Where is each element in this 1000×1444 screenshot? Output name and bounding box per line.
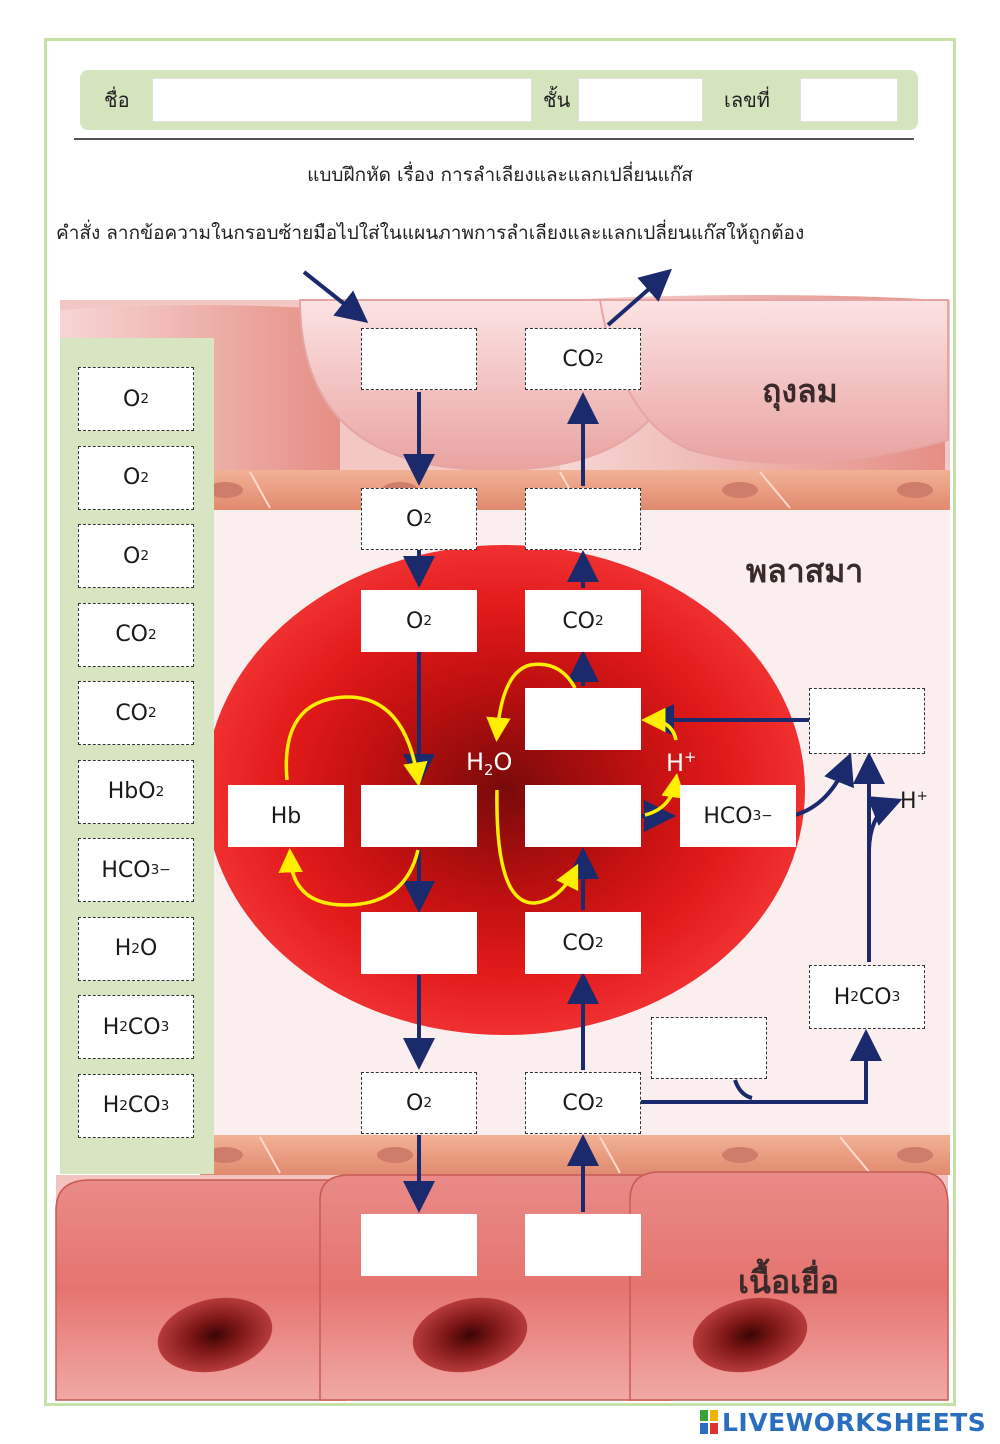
drop-slot-h2co3-rbc[interactable]	[525, 688, 641, 750]
divider	[74, 138, 914, 140]
drop-slot-h2o-plasma[interactable]	[651, 1017, 767, 1079]
h-plus-rbc-label: H+	[666, 748, 697, 777]
drop-slot-alveolus-in[interactable]	[361, 328, 477, 390]
region-label-tissue: เนื้อเยื่อ	[738, 1263, 839, 1301]
h2o-label: H2O	[466, 748, 513, 780]
worksheet-frame	[44, 38, 956, 1406]
reaction-arrows	[278, 662, 686, 907]
drop-slot-co2-tissue[interactable]	[525, 1214, 641, 1276]
drop-slot-o2-rbc-bottom[interactable]	[361, 912, 477, 974]
nucleus-right	[692, 1297, 808, 1373]
page-title: แบบฝึกหัด เรื่อง การลำเลียงและแลกเปลี่ยน…	[307, 164, 693, 186]
drop-slot-h2co3-center[interactable]	[525, 785, 641, 847]
liveworksheets-logo-icon	[700, 1410, 718, 1434]
number-label: เลขที่	[724, 88, 770, 112]
name-input[interactable]	[152, 78, 532, 122]
nucleus-middle	[412, 1297, 528, 1373]
number-input[interactable]	[800, 78, 898, 122]
brand-logo: LIVEWORKSHEETS	[722, 1408, 987, 1437]
drop-slot-hco3-plasma[interactable]	[809, 688, 925, 754]
box-hb[interactable]: Hb	[228, 785, 344, 847]
drop-slot-o2-tissue[interactable]	[361, 1214, 477, 1276]
drop-slot-co2-membrane[interactable]	[525, 488, 641, 550]
flow-arrows	[302, 268, 903, 1213]
name-label: ชื่อ	[104, 88, 130, 112]
red-blood-cell	[205, 545, 805, 1035]
class-input[interactable]	[578, 78, 703, 122]
class-label: ชั้น	[543, 88, 571, 112]
h-plus-plasma-label: H+	[900, 788, 928, 815]
drop-slot-hbo2[interactable]	[361, 785, 477, 847]
region-label-alveolus: ถุงลม	[762, 372, 838, 410]
instruction-text: คำสั่ง ลากข้อความในกรอบซ้ายมือไปใส่ในแผน…	[56, 222, 805, 244]
region-label-plasma: พลาสมา	[746, 552, 864, 590]
nucleus-left	[157, 1297, 273, 1373]
